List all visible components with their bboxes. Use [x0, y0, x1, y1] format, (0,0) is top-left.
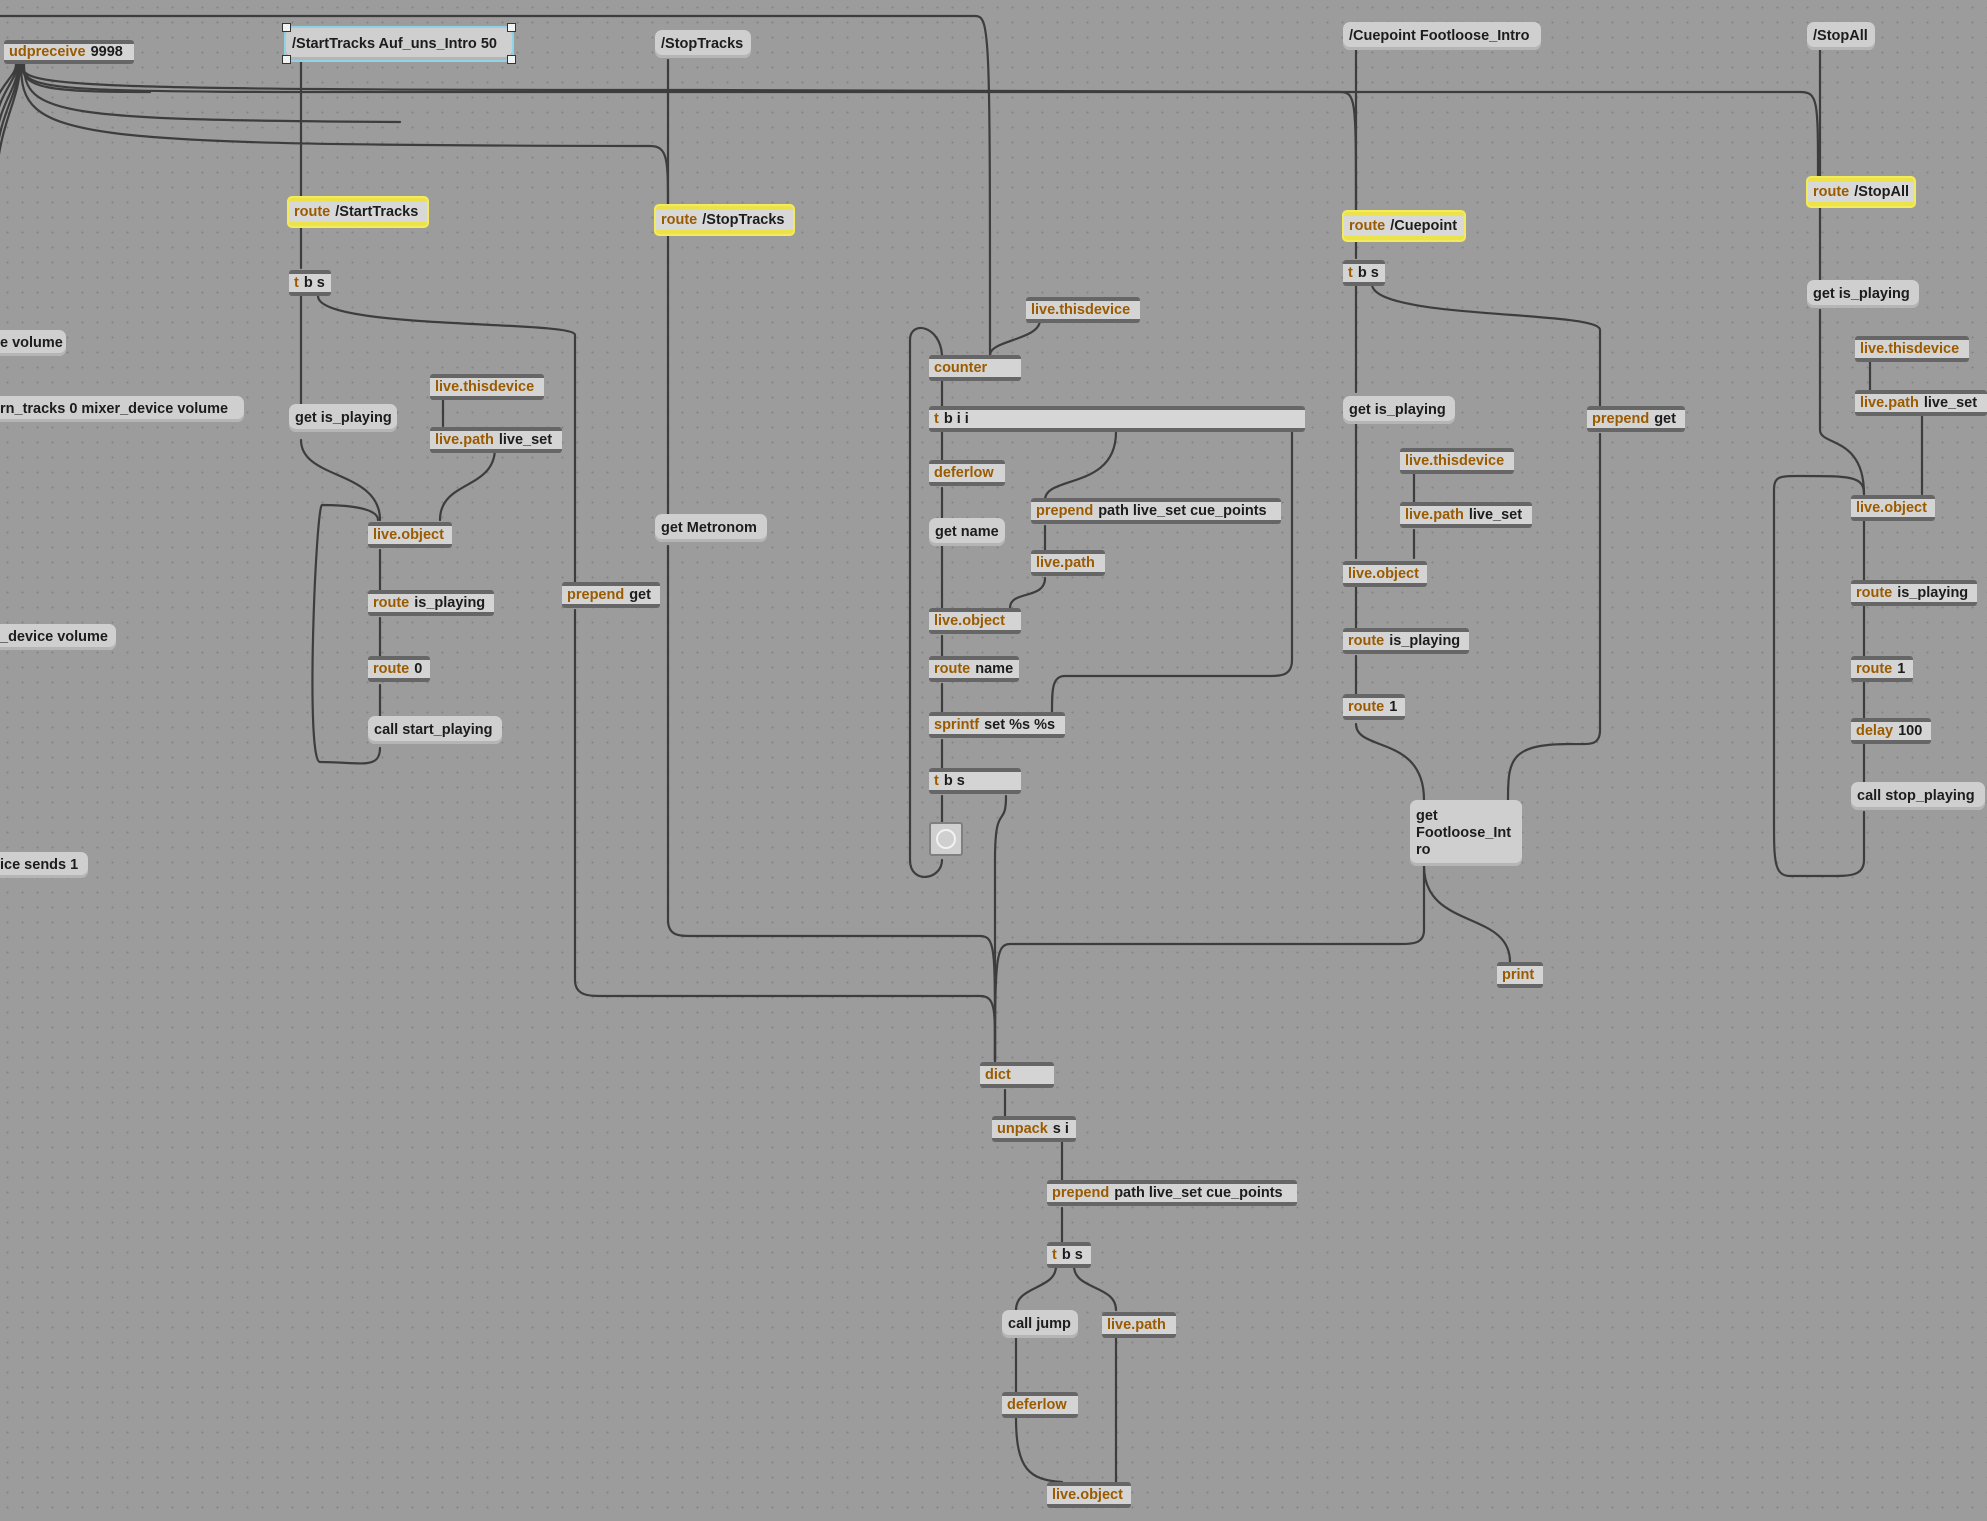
selection-handle[interactable] — [507, 55, 516, 64]
live-object-object[interactable]: live.object — [1851, 495, 1935, 521]
counter-object[interactable]: counter — [929, 355, 1021, 381]
live-thisdevice-object[interactable]: live.thisdevice — [1026, 297, 1140, 323]
get-is-playing-message[interactable]: get is_playing — [289, 404, 397, 432]
stopall-message[interactable]: /StopAll — [1807, 22, 1875, 50]
selection-handle[interactable] — [507, 23, 516, 32]
sends-message[interactable]: ice sends 1 — [0, 852, 88, 878]
selection-handle[interactable] — [282, 55, 291, 64]
print-object[interactable]: print — [1497, 962, 1543, 988]
get-footloose-intro-message[interactable]: get Footloose_Int ro — [1410, 800, 1522, 866]
call-jump-message[interactable]: call jump — [1002, 1310, 1078, 1338]
volume-message-1[interactable]: e volume — [0, 330, 66, 356]
cuepoint-message[interactable]: /Cuepoint Footloose_Intro — [1343, 22, 1541, 50]
route-cuepoint-object[interactable]: route/Cuepoint — [1344, 212, 1464, 240]
get-is-playing-message[interactable]: get is_playing — [1807, 280, 1919, 308]
starttracks-message[interactable]: /StartTracks Auf_uns_Intro 50 — [284, 26, 514, 62]
volume-message-2[interactable]: rn_tracks 0 mixer_device volume — [0, 396, 244, 422]
dict-object[interactable]: dict — [980, 1062, 1054, 1088]
live-path-object[interactable]: live.path — [1031, 550, 1105, 576]
live-object-object[interactable]: live.object — [1343, 561, 1427, 587]
call-stop-playing-message[interactable]: call stop_playing — [1851, 782, 1985, 810]
live-thisdevice-object[interactable]: live.thisdevice — [1400, 448, 1514, 474]
live-thisdevice-object[interactable]: live.thisdevice — [430, 374, 544, 400]
live-object-object[interactable]: live.object — [1047, 1482, 1131, 1508]
stoptracks-message[interactable]: /StopTracks — [655, 30, 751, 58]
live-object-object[interactable]: live.object — [368, 522, 452, 548]
route-stoptracks-object[interactable]: route/StopTracks — [656, 206, 793, 234]
bang-ring-icon — [936, 829, 956, 849]
live-path-object[interactable]: live.path — [1102, 1312, 1176, 1338]
bang-button[interactable] — [929, 822, 963, 856]
get-metronom-message[interactable]: get Metronom — [655, 514, 767, 542]
live-object-object[interactable]: live.object — [929, 608, 1021, 634]
get-is-playing-message[interactable]: get is_playing — [1343, 396, 1455, 424]
get-name-message[interactable]: get name — [929, 518, 1005, 546]
volume-message-3[interactable]: _device volume — [0, 624, 116, 650]
call-start-playing-message[interactable]: call start_playing — [368, 716, 502, 744]
deferlow-object[interactable]: deferlow — [1002, 1392, 1078, 1418]
live-thisdevice-object[interactable]: live.thisdevice — [1855, 336, 1969, 362]
deferlow-object[interactable]: deferlow — [929, 460, 1005, 486]
route-starttracks-object[interactable]: route/StartTracks — [289, 198, 427, 226]
selection-handle[interactable] — [282, 23, 291, 32]
route-stopall-object[interactable]: route/StopAll — [1808, 178, 1914, 206]
